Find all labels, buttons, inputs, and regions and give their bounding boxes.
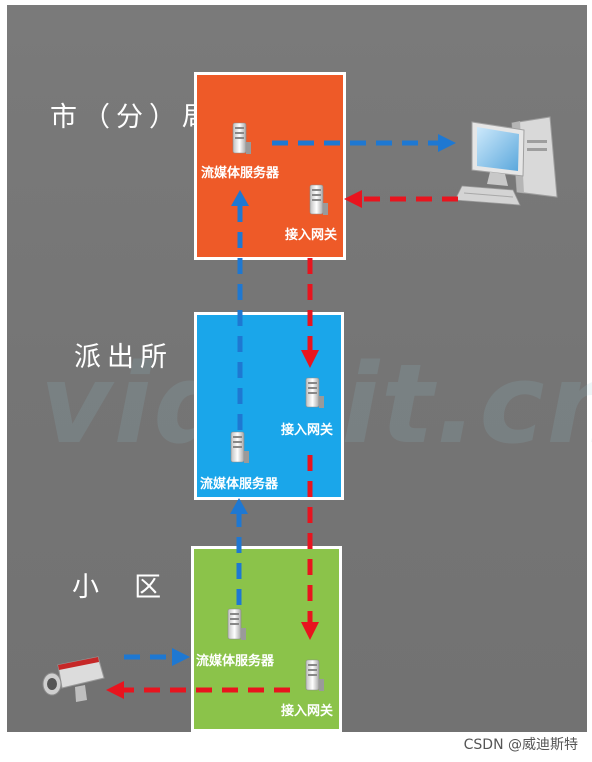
red-flow-arrows: [124, 196, 458, 693]
community-server-icon: [227, 608, 246, 640]
community-gateway-label: 接入网关: [281, 704, 334, 719]
computer-icon: [454, 116, 558, 206]
station-server-icon: [230, 431, 249, 463]
city-server-icon: [232, 122, 251, 154]
camera-icon: [42, 656, 105, 702]
city-gateway-server-icon: [309, 184, 328, 215]
community-box: [191, 546, 342, 732]
city-gateway-label: 接入网关: [285, 228, 338, 243]
red-arrowheads: [106, 190, 362, 699]
station-gateway-label: 接入网关: [281, 423, 334, 438]
community-gateway-server-icon: [305, 659, 324, 691]
station-media-server-label: 流媒体服务器: [200, 477, 279, 492]
station-gateway-server-icon: [305, 377, 324, 408]
city-media-server-label: 流媒体服务器: [201, 166, 280, 181]
level-label-community: 小 区: [72, 572, 168, 603]
credit-text: CSDN @威迪斯特: [463, 737, 578, 753]
community-media-server-label: 流媒体服务器: [196, 654, 275, 669]
level-label-city: 市（分）局: [50, 102, 215, 133]
blue-arrowheads: [172, 134, 456, 666]
blue-flow-arrows: [124, 140, 438, 660]
level-label-station: 派出所: [74, 342, 173, 373]
city-bureau-box: [194, 72, 346, 260]
